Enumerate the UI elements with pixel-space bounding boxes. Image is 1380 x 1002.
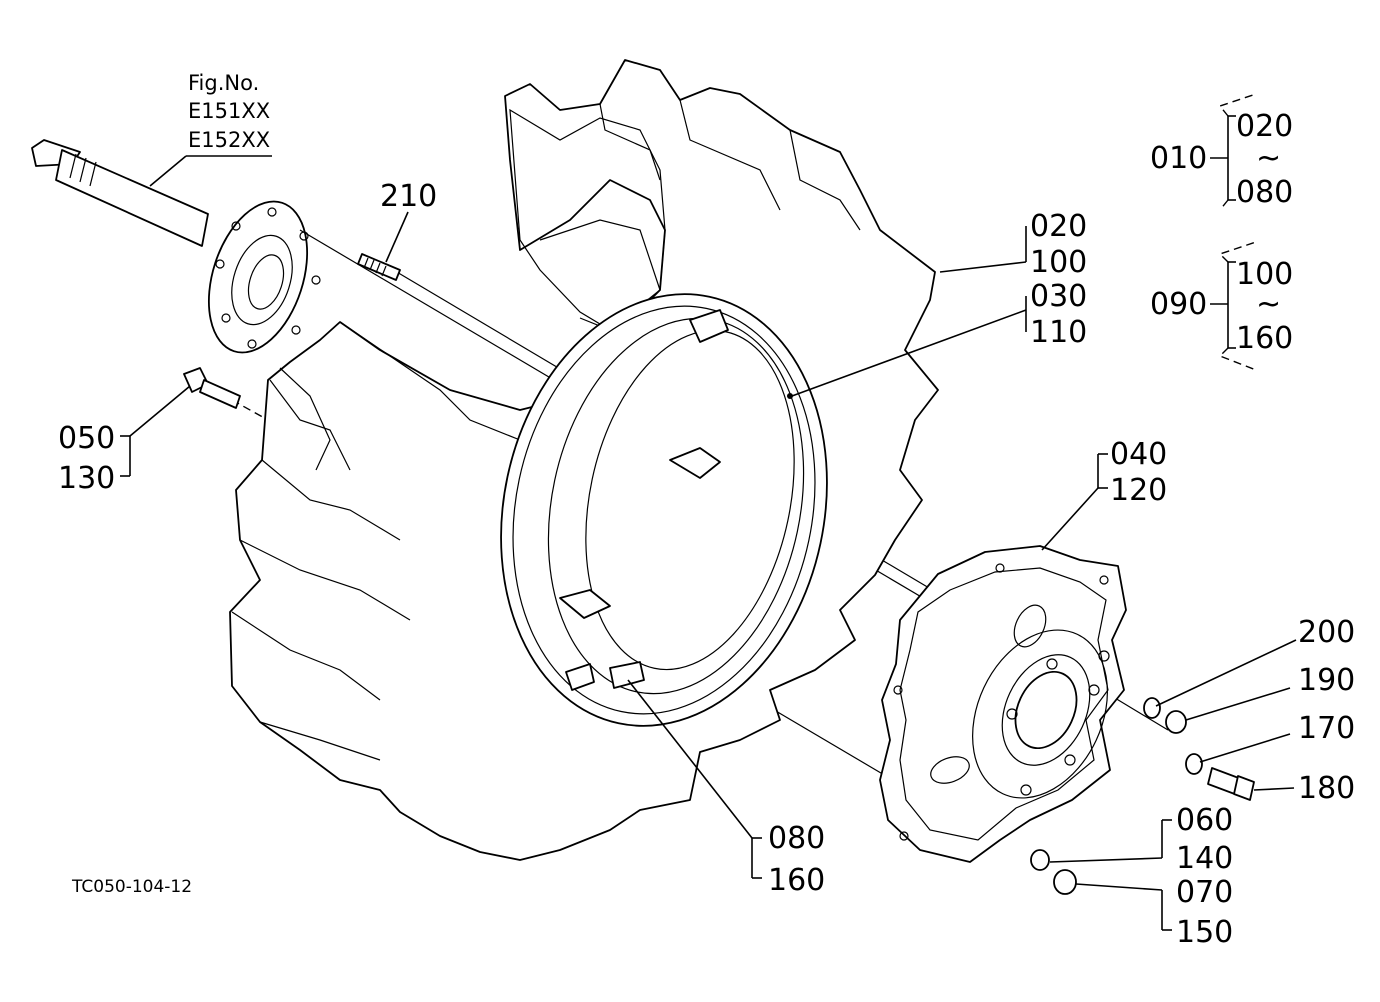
stud-bolt	[357, 253, 401, 281]
group-2-parent: 090	[1150, 287, 1207, 322]
callout-150: 150	[1176, 915, 1233, 950]
fig-number-1: E151XX	[188, 99, 270, 123]
callout-030: 030	[1030, 279, 1087, 314]
group-1-tilde: ~	[1256, 141, 1281, 176]
leader-lines	[120, 155, 1297, 931]
callout-020: 020	[1030, 209, 1087, 244]
callout-050: 050	[58, 421, 115, 456]
fig-number-2: E152XX	[188, 128, 270, 152]
callout-130: 130	[58, 461, 115, 496]
callout-160: 160	[768, 863, 825, 898]
callout-170: 170	[1298, 711, 1355, 746]
callout-070: 070	[1176, 875, 1233, 910]
callout-080: 080	[768, 821, 825, 856]
wheel-disc	[879, 545, 1127, 863]
callout-190: 190	[1298, 663, 1355, 698]
callout-140: 140	[1176, 841, 1233, 876]
group-1-from: 020	[1236, 109, 1293, 144]
callout-120: 120	[1110, 473, 1167, 508]
hub-bolt	[183, 367, 241, 409]
callout-200: 200	[1298, 615, 1355, 650]
group-brackets	[1210, 93, 1257, 371]
group-1-to: 080	[1236, 175, 1293, 210]
callout-210: 210	[380, 179, 437, 214]
axle-shaft	[31, 139, 321, 354]
fig-no-label: Fig.No.	[188, 71, 259, 95]
wheel-rim	[500, 293, 828, 727]
callout-060: 060	[1176, 803, 1233, 838]
callout-110: 110	[1030, 315, 1087, 350]
callout-180: 180	[1298, 771, 1355, 806]
fasteners	[1030, 697, 1255, 895]
group-2-tilde: ~	[1256, 287, 1281, 322]
group-2-to: 160	[1236, 321, 1293, 356]
drawing-code: TC050-104-12	[71, 877, 192, 897]
group-2-from: 100	[1236, 257, 1293, 292]
group-1-parent: 010	[1150, 141, 1207, 176]
callout-100: 100	[1030, 245, 1087, 280]
callout-040: 040	[1110, 437, 1167, 472]
